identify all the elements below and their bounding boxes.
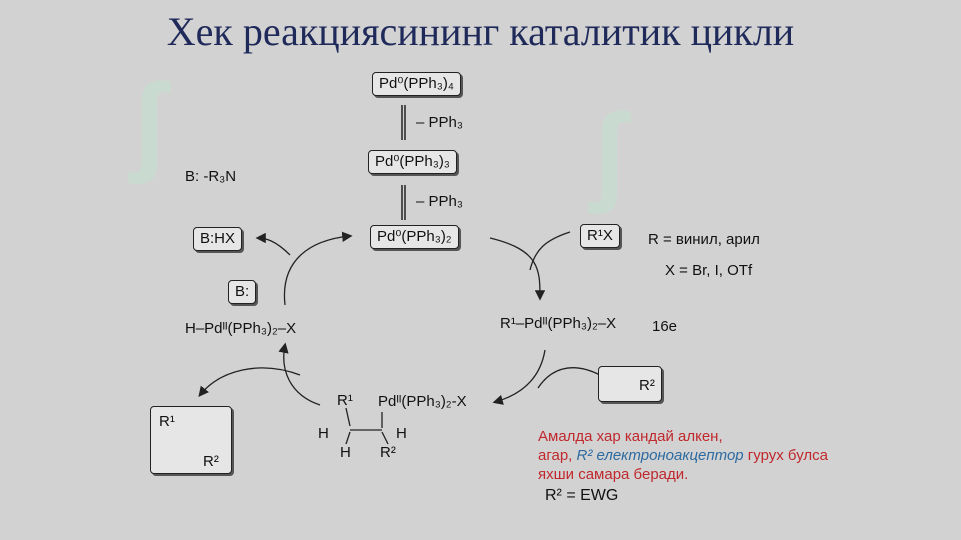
arc-product-out bbox=[198, 367, 301, 398]
base-label: B: -R₃N bbox=[185, 168, 237, 185]
bhx-box: B:HX bbox=[193, 227, 243, 251]
note-line-2-italic: R² електроноакцептор bbox=[576, 447, 744, 464]
hydride-complex: H–Pdᴵᴵ(PPh₃)₂–X bbox=[185, 320, 297, 337]
product-r1: R¹ bbox=[159, 413, 175, 430]
note-line-2-suffix: гурух булса bbox=[743, 447, 828, 464]
arc-regeneration bbox=[283, 231, 353, 306]
oxidative-adduct: R¹–Pdᴵᴵ(PPh₃)₂–X bbox=[500, 315, 617, 332]
r1x-box: R¹X bbox=[580, 224, 620, 248]
arc-bhx-out bbox=[255, 232, 291, 256]
insertion-h-right: H bbox=[396, 425, 407, 442]
note-line-1: Амалда хар кандай алкен, bbox=[538, 428, 723, 445]
x-definition: X = Br, I, OTf bbox=[665, 262, 753, 279]
page-title: Хек реакциясининг каталитик цикли bbox=[166, 9, 795, 54]
note-line-2-prefix: агар, bbox=[538, 447, 577, 464]
r-definition: R = винил, арил bbox=[648, 231, 760, 248]
insertion-h-left: H bbox=[318, 425, 329, 442]
arc-oxidative-addition bbox=[489, 237, 546, 301]
r2-ewg: R² = EWG bbox=[545, 487, 619, 504]
arc-alkene-in bbox=[537, 367, 601, 389]
electron-count: 16e bbox=[652, 318, 678, 335]
pd-middle-box: Pd⁰(PPh₃)₃ bbox=[368, 150, 457, 174]
insertion-h-bottom: H bbox=[340, 444, 351, 461]
note-line-3: яхши самара беради. bbox=[538, 466, 689, 483]
arc-beta-elimination bbox=[278, 342, 321, 406]
minus-pph3-label-2: – PPh₃ bbox=[416, 193, 463, 210]
insertion-r1: R¹ bbox=[337, 392, 353, 409]
arc-insertion bbox=[492, 349, 546, 405]
alkene-box: R² bbox=[598, 366, 662, 402]
product-box: R¹ R² bbox=[150, 406, 232, 474]
note-block: Амалда хар кандай алкен, агар, R² електр… bbox=[538, 427, 858, 484]
pd-active-box: Pd⁰(PPh₃)₂ bbox=[370, 225, 459, 249]
arc-r1x-in bbox=[529, 231, 571, 271]
base-box: B: bbox=[228, 280, 257, 304]
product-r2: R² bbox=[203, 453, 219, 470]
minus-pph3-label-1: – PPh₃ bbox=[416, 114, 463, 131]
insertion-pd: Pdᴵᴵ(PPh₃)₂-X bbox=[378, 393, 467, 410]
insertion-r2: R² bbox=[380, 444, 396, 461]
note-line-2: агар, R² електроноакцептор гурух булса bbox=[538, 446, 858, 465]
alkene-r2-label: R² bbox=[639, 377, 655, 394]
pd-top-box: Pd⁰(PPh₃)₄ bbox=[372, 72, 461, 96]
